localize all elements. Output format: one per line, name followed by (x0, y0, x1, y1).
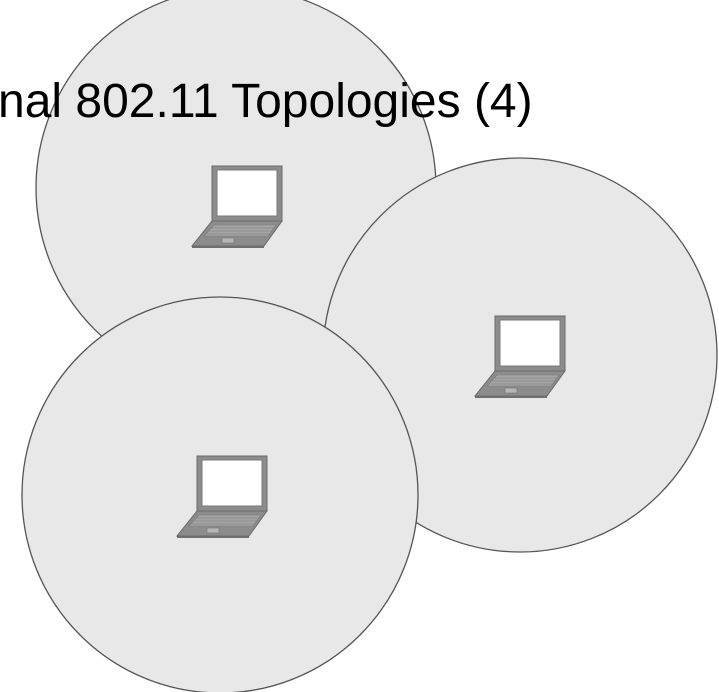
slide-title: nal 802.11 Topologies (4) (0, 75, 533, 128)
